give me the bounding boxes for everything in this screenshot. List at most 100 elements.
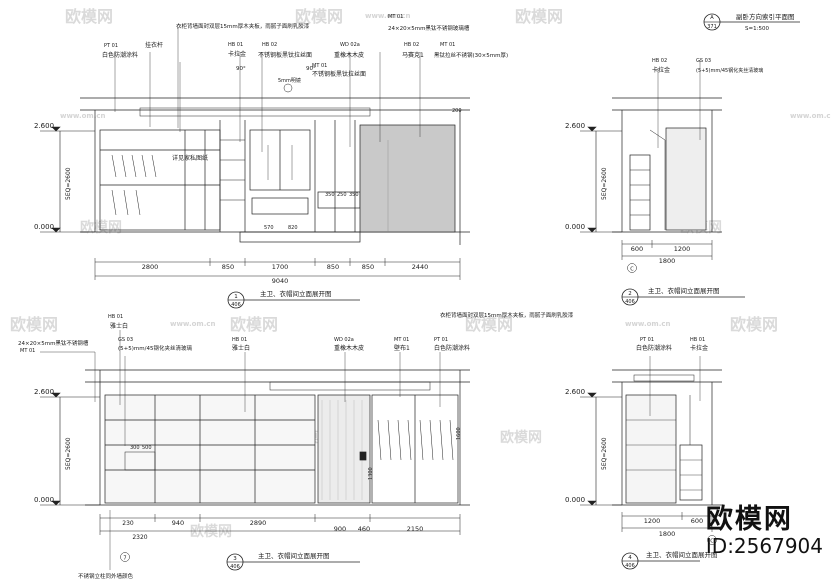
watermark-brand: 欧模网 <box>730 315 778 334</box>
callout-text: 不锈钢板黑钛拉丝面 <box>312 70 366 78</box>
watermark-site: www.om.cn <box>790 112 831 120</box>
stamp-id: ID:2567904 <box>705 534 823 558</box>
view-sheet: 406 <box>230 564 240 570</box>
axis-bubble-label: C <box>630 267 634 273</box>
view-number: 3 <box>233 556 237 562</box>
dim-v3-0: 940 <box>172 519 184 527</box>
view-title-text: 主卫、衣帽间立面展开图 <box>260 289 332 298</box>
callout-code: GS 03 <box>118 337 133 343</box>
dim-v3-small-2: 300 <box>130 445 140 451</box>
callout-code: HB 01 <box>232 337 247 343</box>
view-number: 1 <box>234 294 238 300</box>
dim-v4-0: 1200 <box>644 517 661 525</box>
dim-v3-4: 2150 <box>407 525 424 533</box>
callout-text: (5+5)mm/45钢化夹丝清玻璃 <box>696 67 763 74</box>
callout-text: 壁布1 <box>394 344 410 352</box>
callout-text: 白色防潮涂料 <box>434 344 470 352</box>
dim-v1-small-2: 350 <box>349 192 359 198</box>
watermark-brand: 欧模网 <box>230 315 278 334</box>
dim-v2-0: 600 <box>631 245 643 253</box>
callout-text: 卡拉金 <box>228 50 246 58</box>
callout-text: 重橡木木皮 <box>334 51 364 59</box>
callout-code: PT 01 <box>640 337 654 343</box>
callout-text: 雅士白 <box>110 322 128 330</box>
level-bottom-label: 0.000 <box>565 496 585 504</box>
level-bottom-label: 0.000 <box>565 223 585 231</box>
angle-mark-2: 90° <box>306 66 316 72</box>
elevation-view-1 <box>80 97 470 245</box>
view-title-text: 主卫、衣帽间立面展开图 <box>646 550 718 559</box>
elevation-view-3 <box>85 369 470 506</box>
level-bottom-label: 0.000 <box>34 496 54 504</box>
callout-leaders-view-1 <box>114 28 421 152</box>
index-plan-scale: S=1:500 <box>745 26 769 32</box>
level-markers-view-3 <box>40 392 100 506</box>
callout-code: GS 03 <box>696 58 711 64</box>
watermark-brand: 欧模网 <box>80 219 122 236</box>
dimension-chain-view-3 <box>99 514 461 535</box>
view-sheet: 406 <box>625 563 635 569</box>
watermark-brand: 欧模网 <box>190 523 232 540</box>
stamp-brand: 欧模网 <box>705 504 793 535</box>
dimension-chain-view-4 <box>621 512 713 532</box>
view-number: 4 <box>628 555 632 561</box>
callout-code: MT 01 <box>312 63 327 69</box>
index-ref-b: 371 <box>707 24 717 30</box>
callout-text: 24×20×5mm黑钛不锈钢槽 <box>18 339 89 347</box>
callout-code: MT 01 <box>440 42 455 48</box>
watermark-brand: 欧模网 <box>500 429 542 446</box>
index-ref-a: A <box>710 15 714 21</box>
view-number: 2 <box>628 291 632 297</box>
callout-code: HB 01 <box>108 314 123 320</box>
watermark-site: www.om.cn <box>170 320 216 328</box>
view-sheet: 406 <box>625 299 635 305</box>
callout-code: WD 02a <box>334 337 354 343</box>
view-sheet: 406 <box>231 302 241 308</box>
callout-leaders-view-4 <box>649 356 701 416</box>
dim-v3-small-4: 1300 <box>368 467 374 480</box>
dimension-chain-view-1 <box>94 258 461 280</box>
callout-code: HB 01 <box>690 337 705 343</box>
dim-v1-small-5: 820 <box>288 225 298 231</box>
dim-v1-total: 9040 <box>272 277 289 285</box>
callout-text: 重橡木木皮 <box>334 344 364 352</box>
axis-bubble-label: C <box>710 539 714 545</box>
callout-text: 白色防潮涂料 <box>102 51 138 59</box>
callout-leaders-view-3 <box>40 330 441 570</box>
dim-v2-1: 1200 <box>674 245 691 253</box>
callout-text: 马赛克1 <box>402 51 424 59</box>
callout-text: 不锈钢立柱同外墙颜色 <box>78 572 134 580</box>
axis-bubble <box>627 263 637 273</box>
callout-code: HB 02 <box>262 42 277 48</box>
view-title-text: 主卫、衣帽间立面展开图 <box>648 286 720 295</box>
axis-bubble <box>707 535 717 545</box>
dim-v3-small-3: 500 <box>142 445 152 451</box>
callout-leaders-view-2 <box>657 60 701 148</box>
callout-code: PT 01 <box>434 337 448 343</box>
level-top-label: 2.600 <box>565 122 585 130</box>
callout-text: (5+5)mm/45钢化夹丝清玻璃 <box>118 344 192 352</box>
dim-v1-0: 2800 <box>142 263 159 271</box>
dim-v3-3: 460 <box>358 525 370 533</box>
level-top-label: 2.600 <box>565 388 585 396</box>
axis-bubble <box>120 552 130 562</box>
dim-v2-total: 1800 <box>659 257 676 265</box>
dim-v1-2: 1700 <box>272 263 289 271</box>
height-dim-label: 5EQ=2600 <box>601 167 608 200</box>
dim-v3-small-5: 1600 <box>456 427 462 440</box>
level-markers-view-4 <box>580 392 622 506</box>
dim-v1-4: 850 <box>362 263 374 271</box>
level-top-label: 2.600 <box>34 388 54 396</box>
height-dim-label: 5EQ=2600 <box>65 437 72 470</box>
callout-text: 雅士白 <box>232 344 250 352</box>
view-title-4: 4 406 主卫、衣帽间立面展开图 <box>621 550 718 570</box>
elevation-view-2 <box>612 97 722 233</box>
dim-v1-small-4: 570 <box>264 225 274 231</box>
dim-v3-1: 2890 <box>250 519 267 527</box>
callout-code: MT 01 <box>388 14 403 20</box>
elevation-view-4 <box>612 369 722 506</box>
view-title-text: 主卫、衣帽间立面展开图 <box>258 551 330 560</box>
dim-v3-2: 900 <box>334 525 346 533</box>
id-stamp: 欧模网 ID:2567904 <box>706 506 823 556</box>
